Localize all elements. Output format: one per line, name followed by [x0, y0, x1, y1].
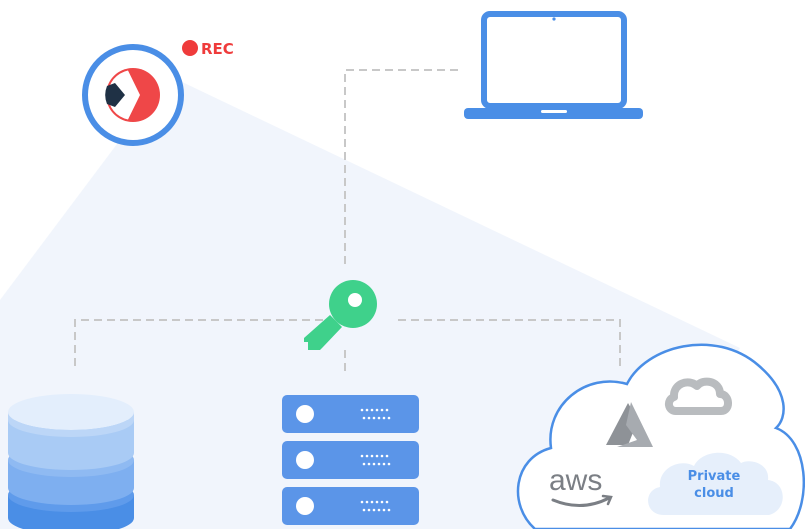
- server-unit: [282, 441, 419, 479]
- connector-lines: [74, 69, 621, 375]
- azure-icon: [606, 402, 653, 447]
- multi-cloud[interactable]: aws Private cloud: [516, 343, 805, 529]
- recording-badge: REC: [182, 40, 234, 58]
- database-icon[interactable]: [8, 394, 134, 529]
- private-cloud[interactable]: Private cloud: [648, 452, 783, 515]
- aws-icon: aws: [549, 464, 613, 507]
- app-logo[interactable]: [82, 44, 184, 146]
- laptop-icon[interactable]: [464, 11, 643, 119]
- google-cloud-icon: [665, 377, 732, 415]
- private-cloud-label-line1: Private: [688, 469, 741, 484]
- rec-label: REC: [201, 40, 234, 58]
- play-chevron-logo-icon: [105, 68, 160, 122]
- aws-label: aws: [549, 464, 602, 497]
- rec-dot-icon: [182, 40, 198, 56]
- server-unit: [282, 395, 419, 433]
- server-unit: [282, 487, 419, 525]
- private-cloud-label-line2: cloud: [694, 486, 734, 501]
- connector-key-to-database: [74, 319, 323, 370]
- key-icon[interactable]: [304, 280, 377, 350]
- server-rack-icon[interactable]: [282, 395, 419, 525]
- connector-key-to-cloud: [398, 319, 621, 370]
